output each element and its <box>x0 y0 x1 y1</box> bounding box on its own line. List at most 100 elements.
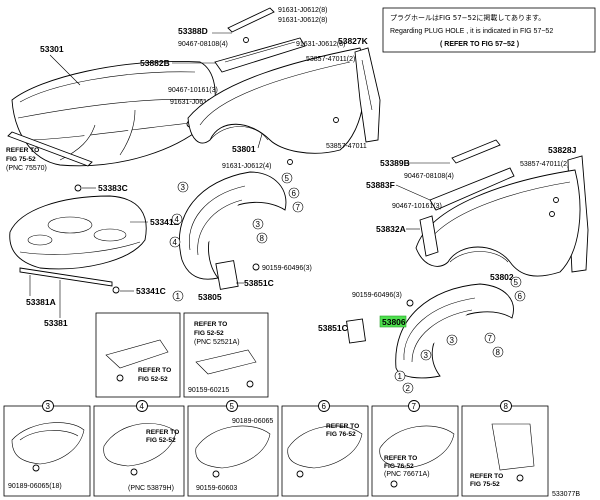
panel-4-part[interactable] <box>103 423 177 467</box>
diagram-id: 533077B <box>552 491 580 498</box>
svg-text:2: 2 <box>406 384 411 393</box>
svg-text:1: 1 <box>398 372 403 381</box>
svg-text:(PNC 75570): (PNC 75570) <box>6 165 47 172</box>
panel-8-part[interactable] <box>491 423 535 471</box>
svg-text:3: 3 <box>450 336 455 345</box>
fender-liner-right[interactable] <box>395 283 514 379</box>
panel-7-part[interactable] <box>379 425 455 469</box>
svg-text:REFER TO: REFER TO <box>384 455 417 462</box>
svg-text:5: 5 <box>230 402 235 411</box>
label-53341B: 53341B <box>150 217 180 227</box>
svg-text:4: 4 <box>173 238 178 247</box>
detail-box-1: REFER TO FIG 52-52 <box>95 312 181 398</box>
label-53389B: 53389B <box>380 158 410 168</box>
label-90159-60496-b: 90159-60496(3) <box>352 292 402 299</box>
label-53381A: 53381A <box>26 297 56 307</box>
fender-liner-left[interactable] <box>178 171 287 280</box>
label-53882B: 53882B <box>140 58 170 68</box>
label-90467-10161-a: 90467-10161(3) <box>168 87 218 94</box>
callouts-right: 3 3 7 8 5 6 1 2 <box>394 276 526 394</box>
label-53806: 53806 <box>382 317 406 327</box>
svg-text:1: 1 <box>176 292 181 301</box>
hood-seal[interactable] <box>19 267 113 287</box>
note-line-jp: プラグホールはFIG 57−52に掲載してあります。 <box>390 13 545 22</box>
label-53301: 53301 <box>40 44 64 54</box>
ref-75-52-a[interactable]: REFER TO FIG 75-52 (PNC 75570) <box>6 147 47 172</box>
label-53341C: 53341C <box>136 286 166 296</box>
svg-text:3: 3 <box>46 402 51 411</box>
label-90189-06065-a: 90189-06065(18) <box>8 483 62 490</box>
svg-text:REFER TO: REFER TO <box>138 367 171 374</box>
label-91631-J0612-b: 91631-J0612(4) <box>170 99 219 106</box>
svg-text:FIG 76-52: FIG 76-52 <box>384 463 414 470</box>
label-53806-highlight[interactable]: 53806 <box>379 315 407 328</box>
hood-protector[interactable] <box>7 131 93 167</box>
front-fender-right[interactable] <box>415 169 581 277</box>
fender-cowl-strip-right[interactable] <box>451 139 501 164</box>
detail-box-2: REFER TO FIG 52-52 (PNC 52521A) <box>183 312 269 398</box>
svg-text:(PNC 53879H): (PNC 53879H) <box>128 485 174 492</box>
svg-text:(PNC 76671A): (PNC 76671A) <box>384 471 430 478</box>
note-box: プラグホールはFIG 57−52に掲載してあります。 Regarding PLU… <box>382 7 596 53</box>
panel-callouts: 3 4 5 6 7 8 <box>42 400 512 412</box>
svg-text:FIG 52-52: FIG 52-52 <box>138 376 168 383</box>
label-90159-60215: 90159-60215 <box>188 387 229 394</box>
svg-text:4: 4 <box>175 215 180 224</box>
svg-text:(PNC 52521A): (PNC 52521A) <box>194 339 240 346</box>
label-90159-60496-a: 90159-60496(3) <box>262 265 312 272</box>
label-53851C-a: 53851C <box>244 278 274 288</box>
panel-6-part[interactable] <box>287 425 363 469</box>
svg-text:3: 3 <box>424 351 429 360</box>
label-53801: 53801 <box>232 144 256 154</box>
svg-text:REFER TO: REFER TO <box>470 473 503 480</box>
label-53832A: 53832A <box>376 224 406 234</box>
svg-text:7: 7 <box>296 203 301 212</box>
svg-text:REFER TO: REFER TO <box>146 429 179 436</box>
fender-cowl-strip[interactable] <box>227 7 275 33</box>
label-53883F: 53883F <box>366 180 395 190</box>
label-90467-08108-a: 90467-08108(4) <box>178 41 228 48</box>
svg-text:FIG 52-52: FIG 52-52 <box>146 437 176 444</box>
svg-text:FIG 76-52: FIG 76-52 <box>326 431 356 438</box>
svg-text:5: 5 <box>514 278 519 287</box>
label-53857-47011-a: 53857-47011(2) <box>306 56 355 63</box>
label-53827K: 53827K <box>338 36 369 46</box>
label-53828J: 53828J <box>548 145 577 155</box>
label-90159-60603: 90159-60603 <box>196 485 237 492</box>
label-90467-08108-b: 90467-08108(4) <box>404 173 454 180</box>
label-91631-J0612-e: 91631-J0612(4) <box>222 163 271 170</box>
mud-guard-left[interactable] <box>215 260 239 290</box>
svg-text:8: 8 <box>260 234 265 243</box>
panel-3-part[interactable] <box>11 422 85 465</box>
svg-text:FIG 75-52: FIG 75-52 <box>470 481 500 488</box>
label-53857-47011-b: 53857-47011 <box>326 143 367 150</box>
label-53802: 53802 <box>490 272 514 282</box>
label-91631-J0612-top2: 91631-J0612(8) <box>278 17 327 24</box>
label-91631-J0612-top: 91631-J0612(8) <box>278 7 327 14</box>
svg-text:4: 4 <box>140 402 145 411</box>
front-fender-left[interactable] <box>187 47 366 154</box>
callouts-left: 4 4 3 5 6 7 3 8 1 <box>169 172 304 302</box>
svg-text:6: 6 <box>292 189 297 198</box>
svg-text:5: 5 <box>285 174 290 183</box>
label-90467-10161-b: 90467-10161(3) <box>392 203 442 210</box>
fender-bracket-53883F[interactable] <box>429 167 515 211</box>
hood-part[interactable] <box>11 61 216 167</box>
svg-text:REFER TO: REFER TO <box>194 321 227 328</box>
svg-text:REFER TO: REFER TO <box>6 147 39 154</box>
label-53851C-b: 53851C <box>318 323 348 333</box>
fender-bracket-53827K[interactable] <box>354 47 381 143</box>
fender-brace-53832A[interactable] <box>419 215 439 257</box>
svg-text:7: 7 <box>488 334 493 343</box>
svg-text:3: 3 <box>256 220 261 229</box>
fender-bracket-53882B[interactable] <box>214 37 306 73</box>
note-line-en: Regarding PLUG HOLE , it is indicated in… <box>390 28 553 35</box>
svg-text:6: 6 <box>518 292 523 301</box>
hood-insulator[interactable] <box>9 195 147 270</box>
panel-5-part[interactable] <box>195 425 271 469</box>
mud-guard-right[interactable] <box>346 318 366 344</box>
svg-text:FIG 52-52: FIG 52-52 <box>194 330 224 337</box>
svg-text:FIG 75-52: FIG 75-52 <box>6 156 36 163</box>
svg-text:6: 6 <box>322 402 327 411</box>
